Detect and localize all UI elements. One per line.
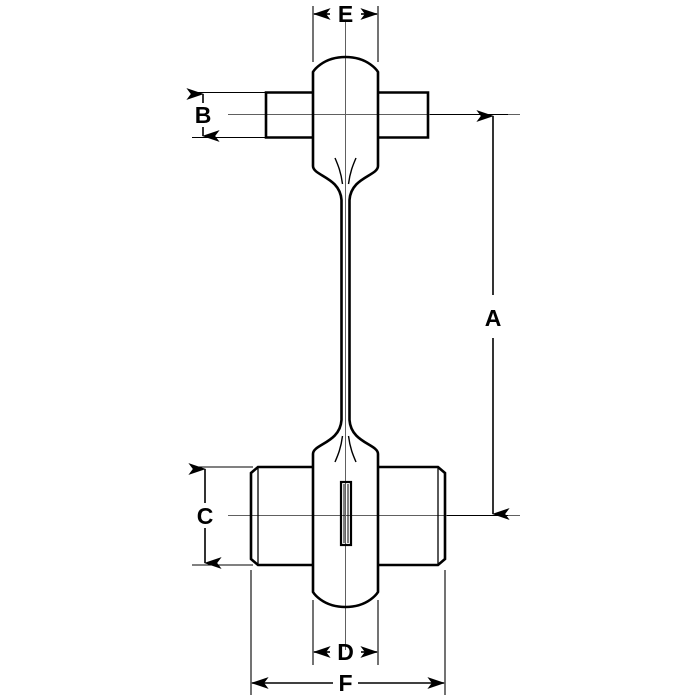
dim-F-label: F — [338, 670, 352, 696]
part-outline — [249, 55, 447, 609]
dimension-D: D — [313, 639, 378, 665]
shaft-right-contour — [348, 165, 380, 455]
top-hub-boss — [311, 55, 380, 166]
web-fillet-details — [334, 157, 357, 463]
dim-A-label: A — [485, 305, 502, 331]
dim-B-label: B — [195, 102, 212, 128]
dimension-F: F — [251, 670, 445, 696]
bottom-left-arm — [249, 465, 313, 567]
dimension-E: E — [313, 1, 378, 27]
bottom-fillet-right-tick — [347, 435, 357, 463]
keyway-slot — [339, 480, 353, 547]
dim-E-label: E — [338, 1, 353, 27]
bottom-right-arm — [378, 465, 447, 567]
dimension-A: A — [476, 110, 510, 520]
bottom-hub-boss — [311, 454, 380, 609]
shaft-left-contour — [311, 165, 343, 455]
top-right-arm — [378, 91, 430, 139]
bottom-fillet-left-tick — [334, 435, 344, 463]
top-left-arm — [264, 91, 313, 139]
dimension-C: C — [188, 463, 222, 569]
top-fillet-left-tick — [334, 157, 344, 185]
dim-D-label: D — [337, 639, 354, 665]
keyway-outer — [339, 480, 353, 547]
bottom-arm-chamfer-lines — [257, 467, 439, 565]
dim-C-label: C — [197, 503, 214, 529]
dimension-B: B — [186, 88, 220, 142]
top-fillet-right-tick — [347, 157, 357, 185]
centerlines — [228, 22, 520, 650]
